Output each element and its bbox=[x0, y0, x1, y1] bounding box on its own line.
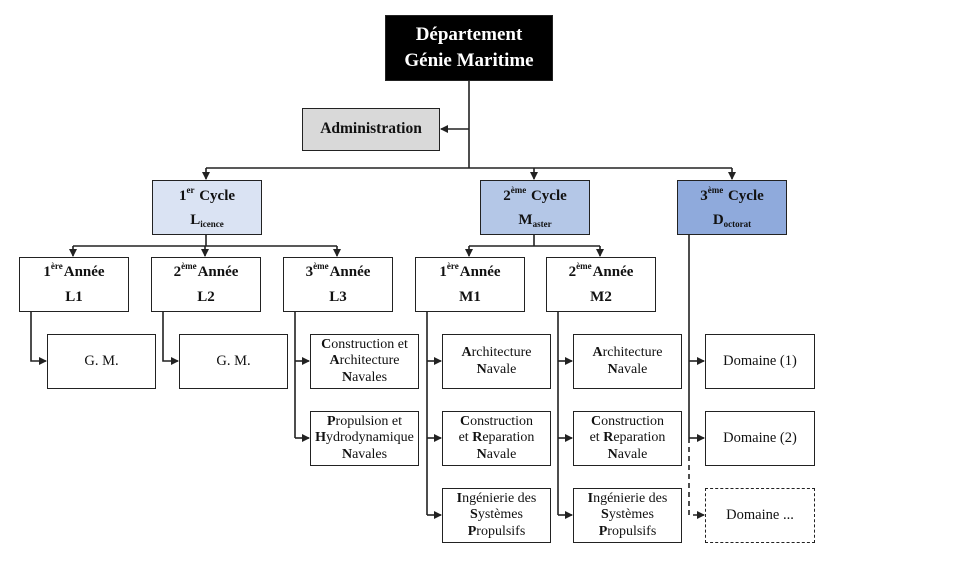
spec-line: et Reparation bbox=[458, 430, 535, 446]
cycle-3-degree: Doctorat bbox=[712, 211, 752, 229]
spec-line: Construction bbox=[459, 414, 534, 430]
spec-line: Architecture bbox=[329, 353, 400, 369]
year-m2-code: M2 bbox=[590, 288, 612, 305]
spec-line: Systèmes bbox=[601, 507, 654, 523]
domain-1-box: Domaine (1) bbox=[705, 334, 815, 389]
spec-line: Propulsifs bbox=[467, 523, 526, 539]
year-l3-box: 3èmeAnnée L3 bbox=[283, 257, 393, 312]
year-l2-box: 2èmeAnnée L2 bbox=[151, 257, 261, 312]
spec-line: Navale bbox=[476, 361, 517, 377]
spec-line: Ingénierie des bbox=[456, 491, 537, 507]
cycle-1-title: 1er Cycle bbox=[178, 184, 236, 204]
domain-2-label: Domaine (2) bbox=[723, 429, 797, 446]
spec-line: Architecture bbox=[592, 345, 663, 361]
l1-specialty-label: G. M. bbox=[84, 352, 119, 369]
year-m2-box: 2èmeAnnée M2 bbox=[546, 257, 656, 312]
l2-specialty-label: G. M. bbox=[216, 352, 251, 369]
administration-box: Administration bbox=[302, 108, 440, 151]
m1-specialty-1-box: Architecture Navale bbox=[442, 334, 551, 389]
spec-line: et Reparation bbox=[589, 430, 666, 446]
domain-more-label: Domaine ... bbox=[726, 506, 794, 523]
m2-specialty-3-box: Ingénierie des Systèmes Propulsifs bbox=[573, 488, 682, 543]
domain-2-box: Domaine (2) bbox=[705, 411, 815, 466]
department-subtitle: Génie Maritime bbox=[404, 50, 534, 71]
cycle-1-degree: Licence bbox=[190, 211, 224, 229]
spec-line: Navale bbox=[476, 446, 517, 462]
spec-line: Ingénierie des bbox=[587, 491, 668, 507]
l1-specialty-box: G. M. bbox=[47, 334, 156, 389]
year-l1-code: L1 bbox=[65, 288, 83, 305]
year-l2-title: 2èmeAnnée bbox=[173, 260, 239, 280]
year-l3-title: 3èmeAnnée bbox=[305, 260, 371, 280]
spec-line: Navales bbox=[341, 446, 388, 462]
domain-more-box: Domaine ... bbox=[705, 488, 815, 543]
department-box: Département Génie Maritime bbox=[385, 15, 553, 81]
spec-line: Construction et bbox=[321, 337, 408, 353]
cycle-2-degree: Master bbox=[518, 211, 552, 229]
year-m1-code: M1 bbox=[459, 288, 481, 305]
year-l1-title: 1èreAnnée bbox=[43, 260, 105, 280]
m1-specialty-3-box: Ingénierie des Systèmes Propulsifs bbox=[442, 488, 551, 543]
spec-line: Navale bbox=[607, 446, 648, 462]
department-title: Département bbox=[415, 24, 523, 46]
spec-line: Navale bbox=[607, 361, 648, 377]
year-l1-box: 1èreAnnée L1 bbox=[19, 257, 129, 312]
spec-line: Navales bbox=[341, 369, 388, 385]
cycle-2-title: 2ème Cycle bbox=[503, 184, 567, 204]
l2-specialty-box: G. M. bbox=[179, 334, 288, 389]
cycle-3-title: 3ème Cycle bbox=[700, 184, 764, 204]
m2-specialty-1-box: Architecture Navale bbox=[573, 334, 682, 389]
spec-line: Propulsifs bbox=[598, 523, 657, 539]
spec-line: Propulsion et bbox=[326, 414, 403, 430]
spec-line: Architecture bbox=[461, 345, 532, 361]
spec-line: Hydrodynamique bbox=[315, 430, 414, 446]
cycle-3-box: 3ème Cycle Doctorat bbox=[677, 180, 787, 235]
m1-specialty-2-box: Construction et Reparation Navale bbox=[442, 411, 551, 466]
year-l3-code: L3 bbox=[329, 288, 347, 305]
administration-label: Administration bbox=[320, 120, 422, 138]
l3-specialty-1-box: Construction et Architecture Navales bbox=[310, 334, 419, 389]
l3-specialty-2-box: Propulsion et Hydrodynamique Navales bbox=[310, 411, 419, 466]
year-m1-title: 1èreAnnée bbox=[439, 260, 501, 280]
spec-line: Construction bbox=[590, 414, 665, 430]
cycle-2-box: 2ème Cycle Master bbox=[480, 180, 590, 235]
year-m2-title: 2èmeAnnée bbox=[568, 260, 634, 280]
m2-specialty-2-box: Construction et Reparation Navale bbox=[573, 411, 682, 466]
cycle-1-box: 1er Cycle Licence bbox=[152, 180, 262, 235]
year-m1-box: 1èreAnnée M1 bbox=[415, 257, 525, 312]
domain-1-label: Domaine (1) bbox=[723, 352, 797, 369]
year-l2-code: L2 bbox=[197, 288, 215, 305]
spec-line: Systèmes bbox=[470, 507, 523, 523]
